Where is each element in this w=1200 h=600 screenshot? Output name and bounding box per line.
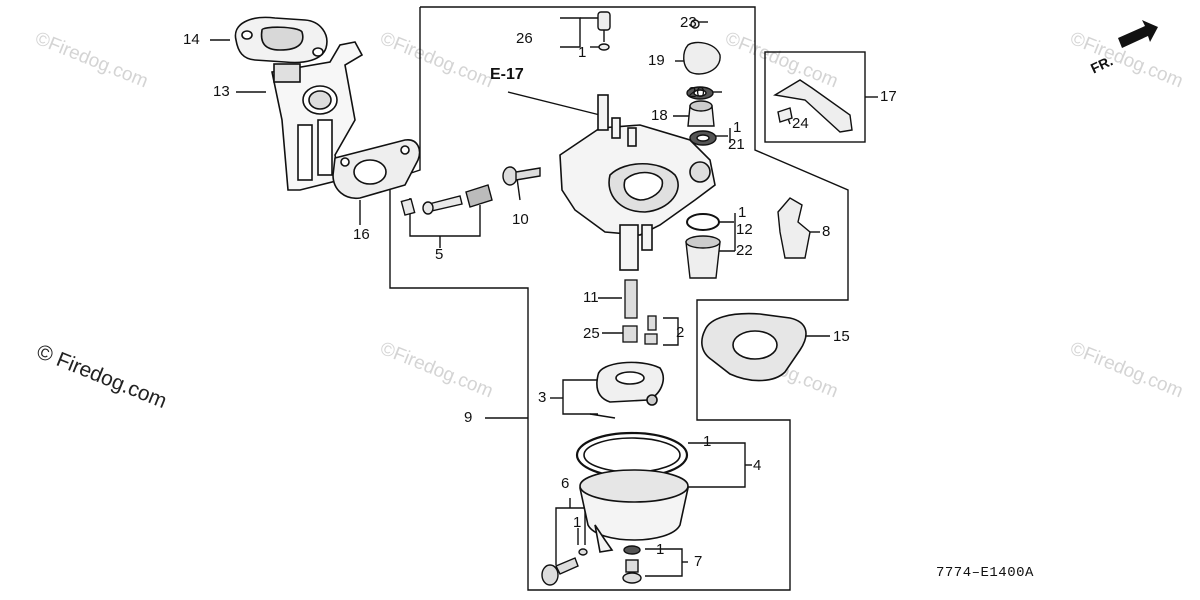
callout-9: 9 [464, 409, 473, 426]
callout-1: 1 [733, 119, 742, 136]
choke-lever-17 [773, 79, 853, 133]
callout-8: 8 [822, 223, 831, 240]
callout-6: 6 [561, 475, 570, 492]
reference-label: E-17 [490, 66, 524, 83]
callout-18: 18 [651, 107, 668, 124]
callout-5: 5 [435, 246, 444, 263]
callout-24: 24 [792, 115, 809, 132]
carburetor-body [559, 94, 716, 271]
callout-23: 23 [680, 14, 697, 31]
float-bowl-4 [575, 431, 689, 553]
bolt-7 [622, 545, 642, 584]
callout-1: 1 [703, 433, 712, 450]
screw-10 [502, 166, 541, 186]
callout-1: 1 [738, 204, 747, 221]
drain-screw-6 [541, 548, 588, 586]
callout-11: 11 [583, 289, 599, 306]
callout-1: 1 [573, 514, 582, 531]
float-3 [589, 361, 664, 419]
callout-21: 21 [728, 136, 745, 153]
jets [622, 279, 658, 345]
callout-1: 1 [578, 44, 587, 61]
callout-1: 1 [656, 541, 665, 558]
callout-26: 26 [516, 30, 533, 47]
callout-16: 16 [353, 226, 370, 243]
callout-13: 13 [213, 83, 230, 100]
callout-2: 2 [676, 324, 685, 341]
callout-17: 17 [880, 88, 897, 105]
callout-3: 3 [538, 389, 547, 406]
callout-10: 10 [512, 211, 529, 228]
bracket-13 [271, 41, 364, 191]
small-parts-top [597, 11, 721, 279]
front-arrow-icon [1118, 20, 1158, 48]
gasket-15 [701, 312, 807, 382]
gasket-14 [234, 16, 328, 64]
assembly-outline [389, 6, 849, 591]
callout-22: 22 [736, 242, 753, 259]
callout-19: 19 [648, 52, 665, 69]
callout-14: 14 [183, 31, 200, 48]
pilot-screw-5 [400, 184, 493, 216]
drawing-code: 7774–E1400A [936, 565, 1034, 581]
callout-7: 7 [694, 553, 703, 570]
callout-25: 25 [583, 325, 600, 342]
callout-12: 12 [736, 221, 753, 238]
callout-20: 20 [688, 84, 705, 101]
callout-15: 15 [833, 328, 850, 345]
callout-4: 4 [753, 457, 762, 474]
gasket-16 [332, 139, 421, 200]
choke-shaft-8 [777, 197, 811, 259]
